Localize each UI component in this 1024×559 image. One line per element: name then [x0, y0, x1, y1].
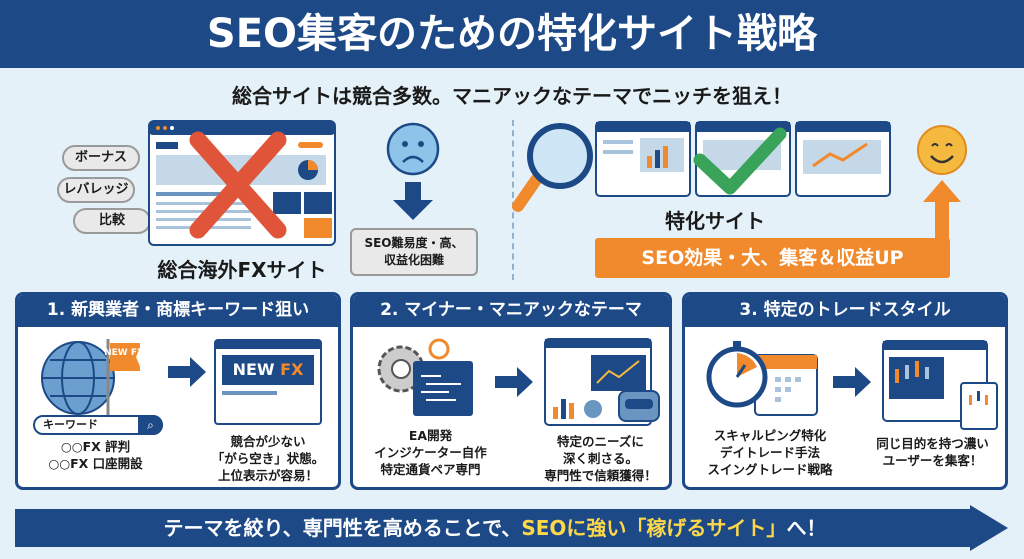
example: デイトレード手法 — [719, 445, 820, 460]
section-divider — [512, 120, 514, 280]
result-line: 深く刺さる。 — [562, 451, 638, 466]
conclusion-part: へ！ — [786, 516, 827, 540]
arrow-right-icon — [495, 367, 533, 397]
conclusion-arrow — [15, 505, 1008, 551]
happy-face-icon — [917, 125, 967, 242]
result-line: 競合が少ない — [230, 434, 306, 449]
flag-text: NEW FX — [104, 348, 140, 358]
general-site-label: 総合海外FXサイト — [157, 258, 327, 282]
example: スイングトレード戦略 — [707, 462, 833, 477]
general-site-browser-icon — [148, 120, 336, 246]
keyword-pill: レバレッジ — [57, 177, 135, 203]
specialized-result-banner: SEO効果・大、集客＆収益UP — [595, 238, 950, 278]
result-line: SEO難易度・高、 — [364, 236, 464, 250]
panel-result: 特定のニーズに 深く刺さる。 専門性で信頼獲得！ — [533, 433, 668, 484]
example: ○○FX 評判 — [60, 439, 131, 454]
conclusion-part: テーマを絞り、専門性を高めることで、 — [163, 516, 522, 540]
candlestick-site-icon — [882, 340, 998, 430]
search-icon[interactable]: ⌕ — [138, 415, 163, 435]
new-fx-site-icon: NEW FX — [214, 339, 322, 425]
sad-face-icon — [386, 122, 440, 220]
conclusion-highlight: SEOに強い「稼げるサイト」 — [521, 516, 787, 540]
example: 特定通貨ペア専門 — [380, 462, 481, 477]
banner-text: FX — [280, 360, 304, 379]
panel-result: 同じ目的を持つ濃い ユーザーを集客！ — [860, 435, 1005, 469]
general-result-box: SEO難易度・高、 収益化困難 — [350, 228, 478, 276]
keyword-pill: 比較 — [73, 208, 151, 234]
example: EA開発 — [408, 428, 453, 443]
gear-code-icon — [377, 338, 473, 416]
panel-title: 1. 新興業者・商標キーワード狙い — [18, 295, 338, 327]
result-line: 「がら空き」状態。 — [211, 451, 325, 466]
theme-examples: EA開発 インジケーター自作 特定通貨ペア専門 — [358, 427, 503, 478]
keyword-examples: ○○FX 評判 ○○FX 口座開設 — [28, 438, 163, 472]
result-line: 上位表示が容易！ — [217, 468, 318, 483]
banner-text: NEW — [232, 360, 275, 379]
result-line: 専門性で信頼獲得！ — [544, 468, 657, 483]
strategy-panel-2: 2. マイナー・マニアックなテーマ EA開発 インジケーター自作 特定通貨ペア専… — [350, 292, 672, 490]
result-line: 収益化困難 — [383, 253, 444, 267]
strategy-panel-1: 1. 新興業者・商標キーワード狙い NEW FX キーワード ⌕ ○○FX 評判… — [15, 292, 341, 490]
specialized-sites-icon — [595, 121, 891, 197]
trade-style-examples: スキャルピング特化 デイトレード手法 スイングトレード戦略 — [695, 427, 845, 478]
analytics-robot-icon — [544, 338, 660, 426]
page-title: SEO集客のための特化サイト戦略 — [0, 0, 1024, 68]
arrow-right-icon — [833, 367, 871, 397]
result-line: 特定のニーズに — [557, 434, 644, 449]
panel-title: 2. マイナー・マニアックなテーマ — [353, 295, 669, 327]
subtitle: 総合サイトは競合多数。マニアックなテーマでニッチを狙え！ — [232, 84, 792, 108]
panel-title: 3. 特定のトレードスタイル — [685, 295, 1005, 327]
stopwatch-calendar-icon — [706, 341, 818, 416]
result-line: 同じ目的を持つ濃い — [876, 436, 989, 451]
result-line: ユーザーを集客！ — [882, 453, 983, 468]
strategy-panel-3: 3. 特定のトレードスタイル スキャルピング特化 デイトレード手法 スイングトレ… — [682, 292, 1008, 490]
panel-result: 競合が少ない 「がら空き」状態。 上位表示が容易！ — [198, 433, 338, 484]
example: インジケーター自作 — [374, 445, 487, 460]
example: ○○FX 口座開設 — [48, 456, 143, 471]
example: スキャルピング特化 — [713, 428, 827, 443]
keyword-search-input[interactable]: キーワード — [33, 415, 163, 435]
conclusion-text: テーマを絞り、専門性を高めることで、SEOに強い「稼げるサイト」へ！ — [15, 505, 975, 551]
keyword-pill: ボーナス — [62, 145, 140, 171]
magnifier-icon — [512, 123, 593, 212]
arrow-right-icon — [168, 357, 206, 387]
globe-flag-icon: NEW FX — [41, 339, 140, 421]
specialized-site-label: 特化サイト — [665, 209, 765, 233]
